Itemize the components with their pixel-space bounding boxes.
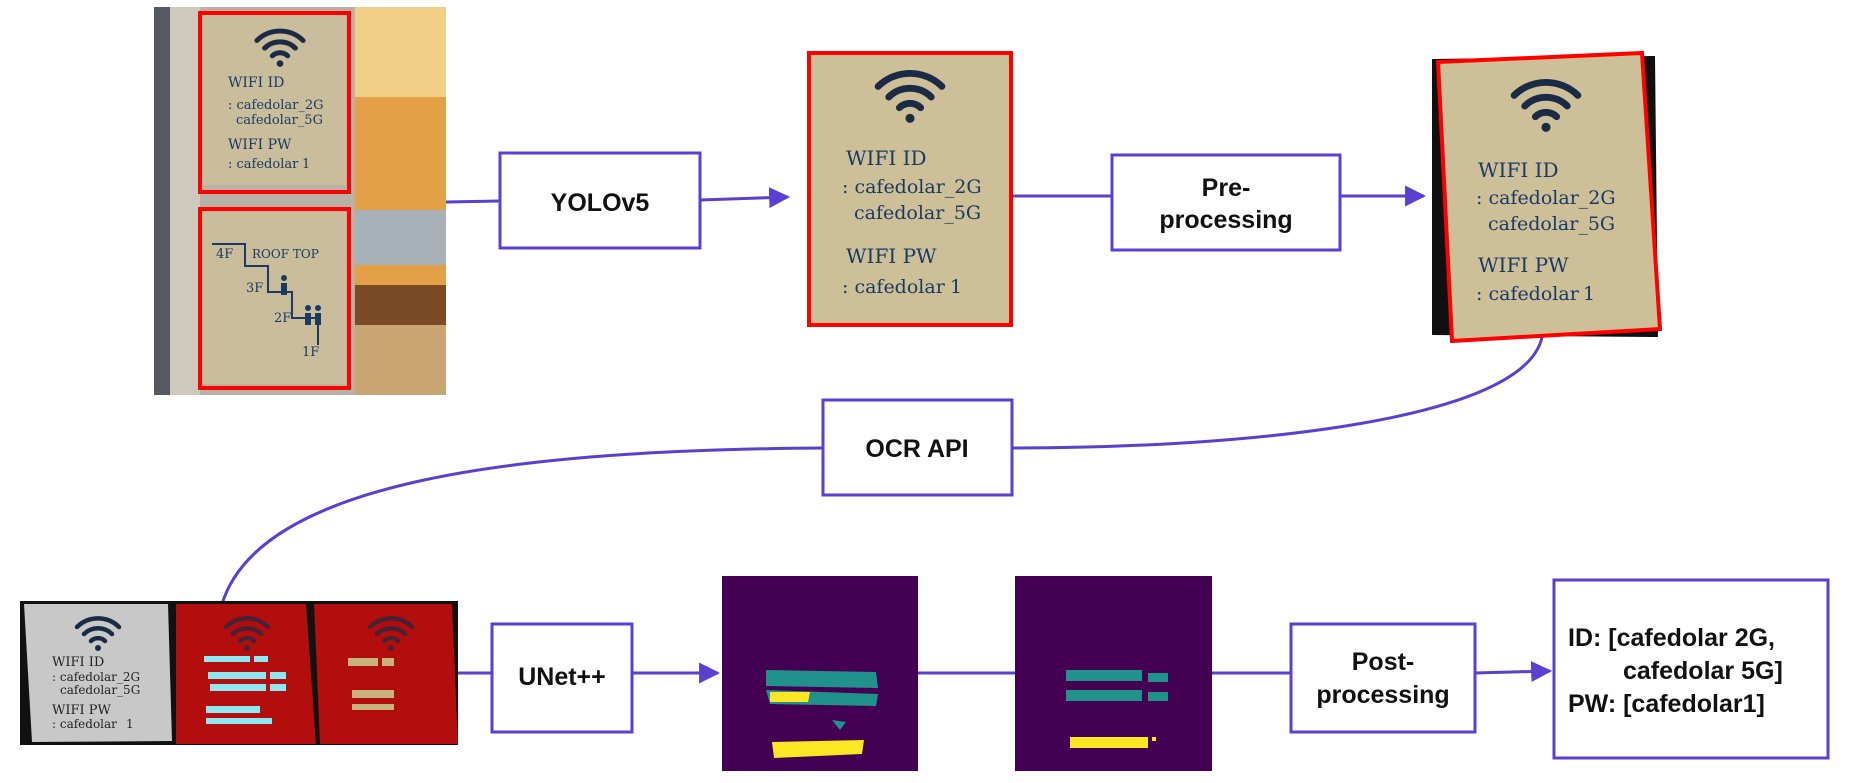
gray-id-line-2: cafedolar_5G <box>60 683 140 697</box>
svg-text:1: 1 <box>1583 283 1595 305</box>
gray-pw-line: : cafedolar <box>52 717 117 731</box>
postprocessing-label-line-2: processing <box>1316 681 1449 709</box>
yolo-label: YOLOv5 <box>551 189 650 217</box>
segmentation-mask-refined <box>1015 576 1212 771</box>
svg-text:1: 1 <box>950 276 962 298</box>
segmentation-mask-raw <box>722 576 918 771</box>
input-photo: WIFI ID : cafedolar_2G cafedolar_5G WIFI… <box>154 7 446 395</box>
warped-wifi-id-label: WIFI ID <box>1478 158 1559 182</box>
photo-floor-sign: 4F ROOF TOP 3F 2F 1F <box>202 212 346 384</box>
connectors <box>220 185 1553 684</box>
photo-pw-line: : cafedolar <box>228 157 299 172</box>
gray-id-line-1: : cafedolar_2G <box>52 670 140 684</box>
svg-text:1: 1 <box>302 157 310 172</box>
arrow-yolo-to-crop <box>699 187 791 209</box>
crop-wifi-id-label: WIFI ID <box>846 146 927 170</box>
gray-wifi-pw-label: WIFI PW <box>52 703 112 718</box>
floor-label-4f: 4F <box>216 247 233 262</box>
photo-wifi-id-label: WIFI ID <box>228 75 284 91</box>
postprocessing-step: Post- processing <box>1289 622 1477 734</box>
unet-step: UNet++ <box>490 622 634 734</box>
yolo-step: YOLOv5 <box>498 151 702 250</box>
gray-wifi-id-label: WIFI ID <box>52 655 104 670</box>
photo-wifi-pw-label: WIFI PW <box>228 137 292 153</box>
detection-box-floor-sign <box>198 207 351 390</box>
curve-ocr-to-masks <box>220 446 824 605</box>
preprocessing-label-line-2: processing <box>1159 206 1292 234</box>
postprocessing-label-line-1: Post- <box>1352 648 1415 676</box>
overlay-sign-cyan <box>176 604 316 744</box>
connector-photo-to-yolo <box>445 199 501 204</box>
warped-id-line-2: cafedolar_5G <box>1488 213 1615 235</box>
crop-wifi-pw-label: WIFI PW <box>846 244 937 268</box>
overlay-sign-tan <box>314 604 458 744</box>
warped-pw-line: : cafedolar <box>1476 283 1580 305</box>
grayscale-sign: WIFI ID : cafedolar_2G cafedolar_5G WIFI… <box>24 604 172 742</box>
result-line-1: ID: [cafedolar 2G, <box>1568 624 1775 652</box>
result-line-2: cafedolar 5G] <box>1623 657 1783 685</box>
warped-wifi-pw-label: WIFI PW <box>1478 253 1569 277</box>
crop-id-line-2: cafedolar_5G <box>854 202 981 224</box>
warped-id-line-1: : cafedolar_2G <box>1476 187 1616 209</box>
result-line-3: PW: [cafedolar1] <box>1568 690 1765 718</box>
result-box: ID: [cafedolar 2G, cafedolar 5G] PW: [ca… <box>1552 578 1830 760</box>
detection-box-wifi-sign <box>198 11 351 194</box>
cropped-sign: WIFI ID : cafedolar_2G cafedolar_5G WIFI… <box>807 51 1013 327</box>
ocr-label: OCR API <box>865 435 968 463</box>
preprocessing-label-line-1: Pre- <box>1202 174 1251 202</box>
floor-label-rooftop: ROOF TOP <box>252 247 319 261</box>
svg-text:1: 1 <box>126 717 134 731</box>
floor-label-3f: 3F <box>246 281 263 296</box>
floor-label-1f: 1F <box>302 345 319 360</box>
crop-pw-line: : cafedolar <box>842 276 946 298</box>
floor-label-2f: 2F <box>274 311 291 326</box>
restroom-icon <box>281 275 321 325</box>
curve-warped-to-ocr <box>1011 336 1544 450</box>
photo-id-line-2: cafedolar_5G <box>236 113 323 128</box>
photo-wifi-sign: WIFI ID : cafedolar_2G cafedolar_5G WIFI… <box>202 15 346 185</box>
unet-label: UNet++ <box>518 663 606 691</box>
arrow-postprocessing-to-result <box>1474 661 1553 683</box>
crop-id-line-1: : cafedolar_2G <box>842 176 982 198</box>
ocr-result-strip: WIFI ID : cafedolar_2G cafedolar_5G WIFI… <box>20 601 458 745</box>
photo-id-line-1: : cafedolar_2G <box>228 98 323 113</box>
warped-sign: WIFI ID : cafedolar_2G cafedolar_5G WIFI… <box>1432 50 1663 344</box>
ocr-step: OCR API <box>821 398 1014 497</box>
preprocessing-step: Pre- processing <box>1110 153 1342 252</box>
